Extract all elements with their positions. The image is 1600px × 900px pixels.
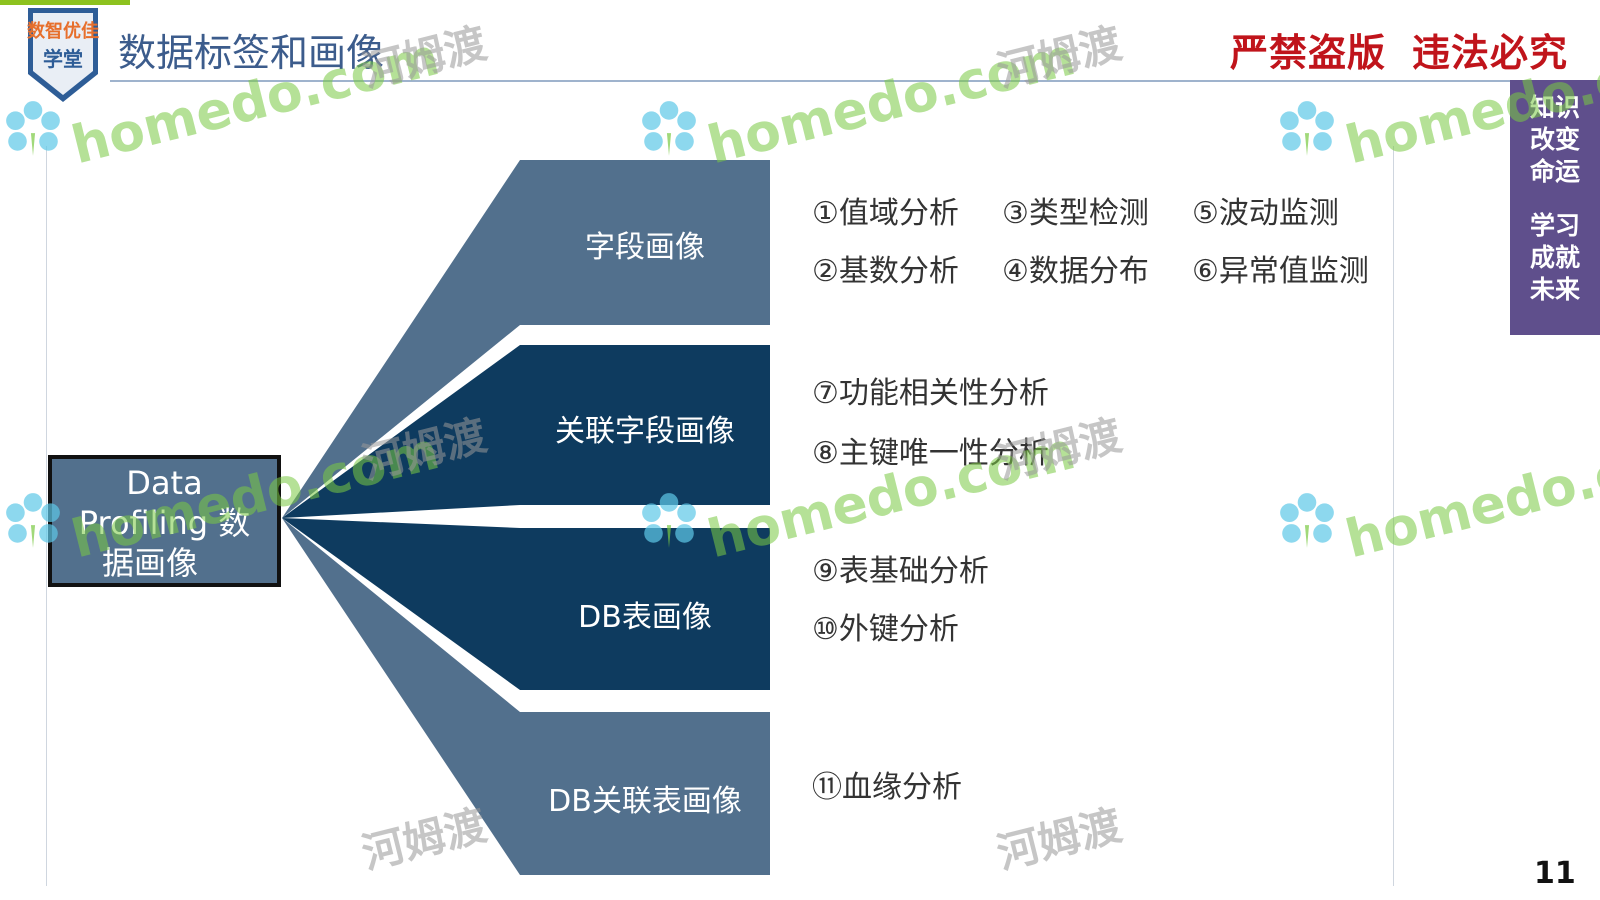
branch-shape-field (282, 160, 770, 518)
watermark-flower-icon (642, 101, 696, 156)
watermark-flower-icon (6, 101, 60, 156)
branch-shape-related-field (282, 345, 770, 518)
logo-text-top: 数智优佳 (27, 20, 99, 42)
top-accent-bar (0, 0, 130, 5)
page-title: 数据标签和画像 (118, 31, 385, 75)
watermark-flower-icon (6, 493, 60, 548)
item-primary-key-unique: ⑧主键唯一性分析 (812, 436, 1049, 471)
item-cardinality: ②基数分析 (812, 254, 959, 289)
motto-line: 改变 (1529, 125, 1580, 154)
motto-line: 知识 (1529, 93, 1580, 122)
side-motto-panel: 知识 改变 命运 学习 成就 未来 (1510, 80, 1600, 335)
warning-right: 违法必究 (1412, 31, 1569, 75)
branch-label-field: 字段画像 (585, 230, 705, 265)
root-line: Data (126, 464, 203, 502)
watermark-flower-icon (642, 493, 696, 548)
brand-logo: 数智优佳 学堂 (27, 8, 99, 102)
item-fluctuation-monitor: ⑤波动监测 (1192, 196, 1339, 231)
branch-shape-db-related-table (282, 518, 770, 875)
motto-line: 命运 (1529, 157, 1580, 186)
motto-line: 未来 (1529, 275, 1580, 304)
item-table-basics: ⑨表基础分析 (812, 554, 989, 589)
title-divider (110, 80, 1600, 82)
root-line: 据画像 (102, 544, 199, 582)
logo-text-bottom: 学堂 (43, 47, 83, 71)
items-row-field-1: ①值域分析 ③类型检测 ⑤波动监测 (812, 188, 1339, 232)
item-lineage: ⑪血缘分析 (812, 770, 962, 805)
item-foreign-key: ⑩外键分析 (812, 612, 959, 647)
item-functional-dependency: ⑦功能相关性分析 (812, 376, 1049, 411)
motto-line: 学习 (1529, 211, 1580, 240)
watermark-flower-icon (1280, 493, 1334, 548)
branch-label-related-field: 关联字段画像 (555, 414, 735, 449)
item-value-range: ①值域分析 (812, 196, 959, 231)
motto-line: 成就 (1529, 243, 1580, 272)
branch-label-db-related-table: DB关联表画像 (548, 784, 742, 819)
branch-label-db-table: DB表画像 (578, 600, 712, 635)
copyright-warning: 严禁盗版违法必究 (1230, 22, 1568, 77)
item-outlier-monitor: ⑥异常值监测 (1192, 254, 1369, 289)
item-distribution: ④数据分布 (1002, 254, 1149, 289)
item-type-detection: ③类型检测 (1002, 196, 1149, 231)
branch-shape-db-table (282, 518, 770, 690)
items-row-field-2: ②基数分析 ④数据分布 ⑥异常值监测 (812, 246, 1369, 290)
warning-left: 严禁盗版 (1230, 31, 1387, 75)
watermark-flower-icon (1280, 101, 1334, 156)
root-line: Profiling 数 (78, 504, 251, 542)
page-number: 11 (1534, 856, 1576, 891)
